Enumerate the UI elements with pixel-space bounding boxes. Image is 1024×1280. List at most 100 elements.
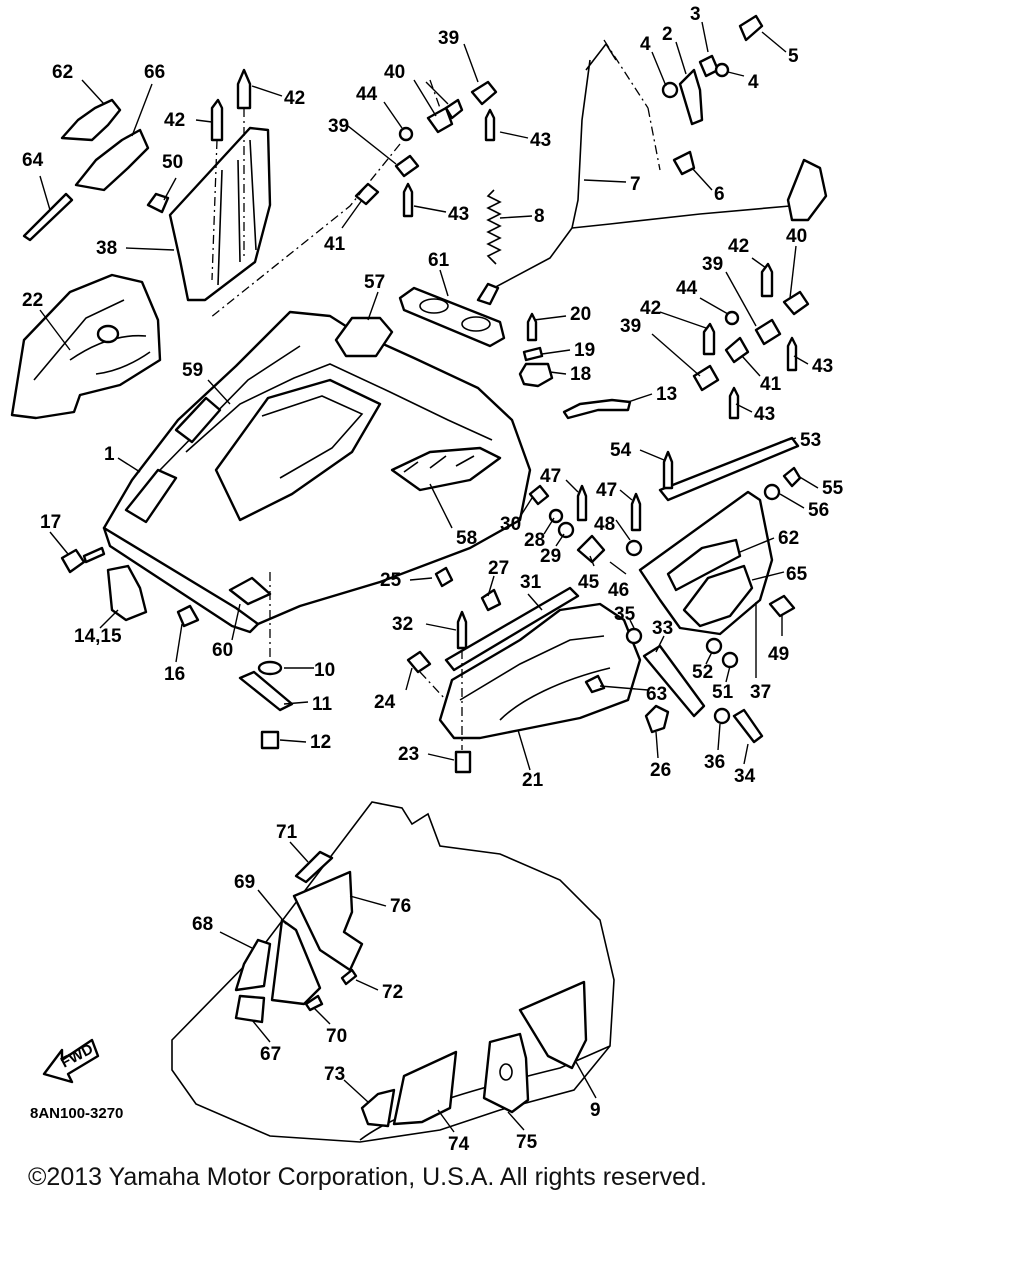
part-12-bolt xyxy=(260,730,280,750)
callout-47: 47 xyxy=(596,480,617,501)
callout-8: 8 xyxy=(534,206,545,227)
callout-61: 61 xyxy=(428,250,450,271)
callout-73: 73 xyxy=(324,1064,345,1085)
part-57-intake xyxy=(334,316,394,358)
part-39-bracket-d xyxy=(692,364,720,392)
callout-4: 4 xyxy=(640,34,651,55)
part-76-pad xyxy=(292,870,364,972)
part-21-lower-body xyxy=(438,602,642,740)
part-50-clip xyxy=(146,192,170,214)
part-17-bolt xyxy=(60,548,86,574)
part-64-strip xyxy=(22,192,74,242)
callout-66: 66 xyxy=(144,62,165,83)
callout-75: 75 xyxy=(516,1132,538,1153)
callout-63: 63 xyxy=(646,684,667,705)
part-44-grommet-b xyxy=(724,310,740,326)
part-6-bolt xyxy=(672,150,696,176)
callout-12: 12 xyxy=(310,732,331,753)
callout-41: 41 xyxy=(760,374,782,395)
callout-76: 76 xyxy=(390,896,411,917)
callout-62: 62 xyxy=(52,62,73,83)
part-41-bracket-a xyxy=(354,182,380,206)
part-13-rod xyxy=(562,398,632,420)
part-27-bolt xyxy=(480,588,502,612)
part-39-bracket-b xyxy=(394,154,420,178)
callout-19: 19 xyxy=(574,340,595,361)
callout-18: 18 xyxy=(570,364,591,385)
callout-39: 39 xyxy=(620,316,641,337)
callout-39: 39 xyxy=(702,254,723,275)
part-18-knob xyxy=(518,362,554,388)
callout-69: 69 xyxy=(234,872,255,893)
part-36-washer xyxy=(713,707,731,725)
part-75-pad xyxy=(482,1032,530,1114)
callout-53: 53 xyxy=(800,430,821,451)
callout-43: 43 xyxy=(448,204,469,225)
hood-underside-outline xyxy=(171,801,615,1143)
callout-6: 6 xyxy=(714,184,725,205)
part-25-clip xyxy=(434,566,454,588)
part-29-washer xyxy=(557,521,575,539)
callout-56: 56 xyxy=(808,500,829,521)
callout-36: 36 xyxy=(704,752,725,773)
part-68-pad xyxy=(234,938,272,992)
callout-42: 42 xyxy=(640,298,661,319)
callout-17: 17 xyxy=(40,512,61,533)
callout-25: 25 xyxy=(380,570,402,591)
callout-33: 33 xyxy=(652,618,673,639)
part-3-bushing xyxy=(698,54,720,78)
part-70-pad xyxy=(304,994,324,1012)
part-47-pin-b xyxy=(630,492,642,532)
callout-37: 37 xyxy=(750,682,771,703)
callout-62: 62 xyxy=(778,528,799,549)
callout-74: 74 xyxy=(448,1134,470,1155)
callout-38: 38 xyxy=(96,238,117,259)
callout-42: 42 xyxy=(728,236,749,257)
callout-34: 34 xyxy=(734,766,756,787)
part-48-washer xyxy=(625,539,643,557)
part-5-screw xyxy=(738,14,764,42)
leader-lines xyxy=(39,21,819,1133)
callout-35: 35 xyxy=(614,604,636,625)
part-16-nut xyxy=(176,604,200,628)
part-20-pin xyxy=(526,312,538,342)
callout-72: 72 xyxy=(382,982,403,1003)
callout-60: 60 xyxy=(212,640,233,661)
callout-43: 43 xyxy=(754,404,775,425)
callout-54: 54 xyxy=(610,440,632,461)
part-65-decal xyxy=(682,564,754,628)
part-72-pad xyxy=(340,968,358,986)
part-67-pad xyxy=(234,994,266,1024)
callout-59: 59 xyxy=(182,360,203,381)
part-62-decal-right xyxy=(666,538,742,592)
callout-50: 50 xyxy=(162,152,183,173)
callout-41: 41 xyxy=(324,234,346,255)
callout-13: 13 xyxy=(656,384,677,405)
part-10-washer xyxy=(257,660,283,676)
callout-51: 51 xyxy=(712,682,734,703)
callout-4: 4 xyxy=(748,72,759,93)
callout-47: 47 xyxy=(540,466,561,487)
part-32-pin xyxy=(456,610,468,650)
part-42-pin-c xyxy=(760,262,774,298)
part-19-spring xyxy=(522,346,544,362)
part-26-bushing xyxy=(644,704,670,734)
callout-43: 43 xyxy=(812,356,833,377)
callout-39: 39 xyxy=(328,116,349,137)
callout-68: 68 xyxy=(192,914,213,935)
part-74-pad xyxy=(392,1050,458,1126)
part-33-strip xyxy=(642,644,706,718)
part-22-side-cover xyxy=(10,273,162,420)
part-55-screw xyxy=(782,466,802,488)
callout-67: 67 xyxy=(260,1044,281,1065)
callout-40: 40 xyxy=(786,226,807,247)
callout-46: 46 xyxy=(608,580,629,601)
part-41-bracket-b xyxy=(724,336,750,364)
callout-7: 7 xyxy=(630,174,641,195)
part-4-washer-b xyxy=(714,62,730,78)
callout-58: 58 xyxy=(456,528,477,549)
callout-64: 64 xyxy=(22,150,44,171)
callout-1: 1 xyxy=(104,444,115,465)
part-52-washer xyxy=(705,637,723,655)
part-63-clip xyxy=(584,674,606,694)
